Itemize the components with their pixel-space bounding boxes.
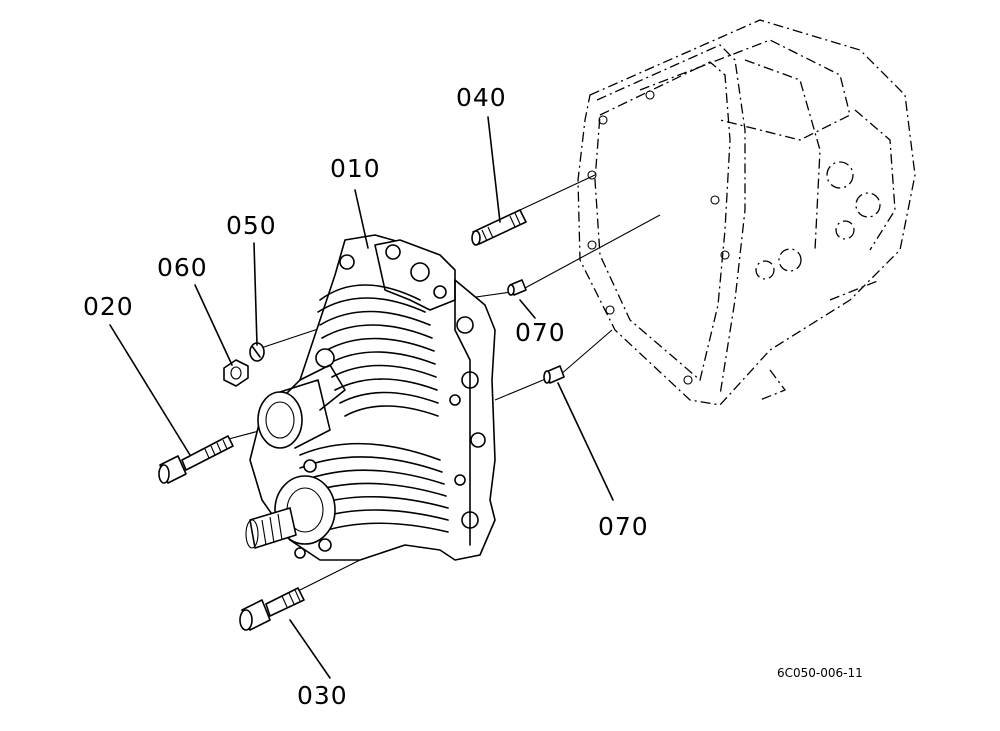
callout-010: 010 — [330, 154, 381, 183]
callout-060: 060 — [157, 253, 208, 282]
bolt-020 — [158, 435, 234, 484]
dowel-pin-070-lower — [543, 365, 565, 384]
leader-lines — [109, 116, 614, 679]
callout-050: 050 — [226, 211, 277, 240]
stud-040 — [471, 209, 527, 246]
callout-070-lower: 070 — [598, 512, 649, 541]
callout-040: 040 — [456, 83, 507, 112]
callout-020: 020 — [83, 292, 134, 321]
gear-case-010 — [245, 234, 496, 561]
callout-070-upper: 070 — [515, 318, 566, 347]
bolt-030 — [239, 587, 305, 631]
transmission-housing — [577, 19, 916, 406]
diagram-reference-code: 6C050-006-11 — [777, 666, 863, 680]
nut-060 — [223, 359, 249, 387]
dowel-pin-070-upper — [507, 279, 527, 296]
callout-030: 030 — [297, 681, 348, 710]
